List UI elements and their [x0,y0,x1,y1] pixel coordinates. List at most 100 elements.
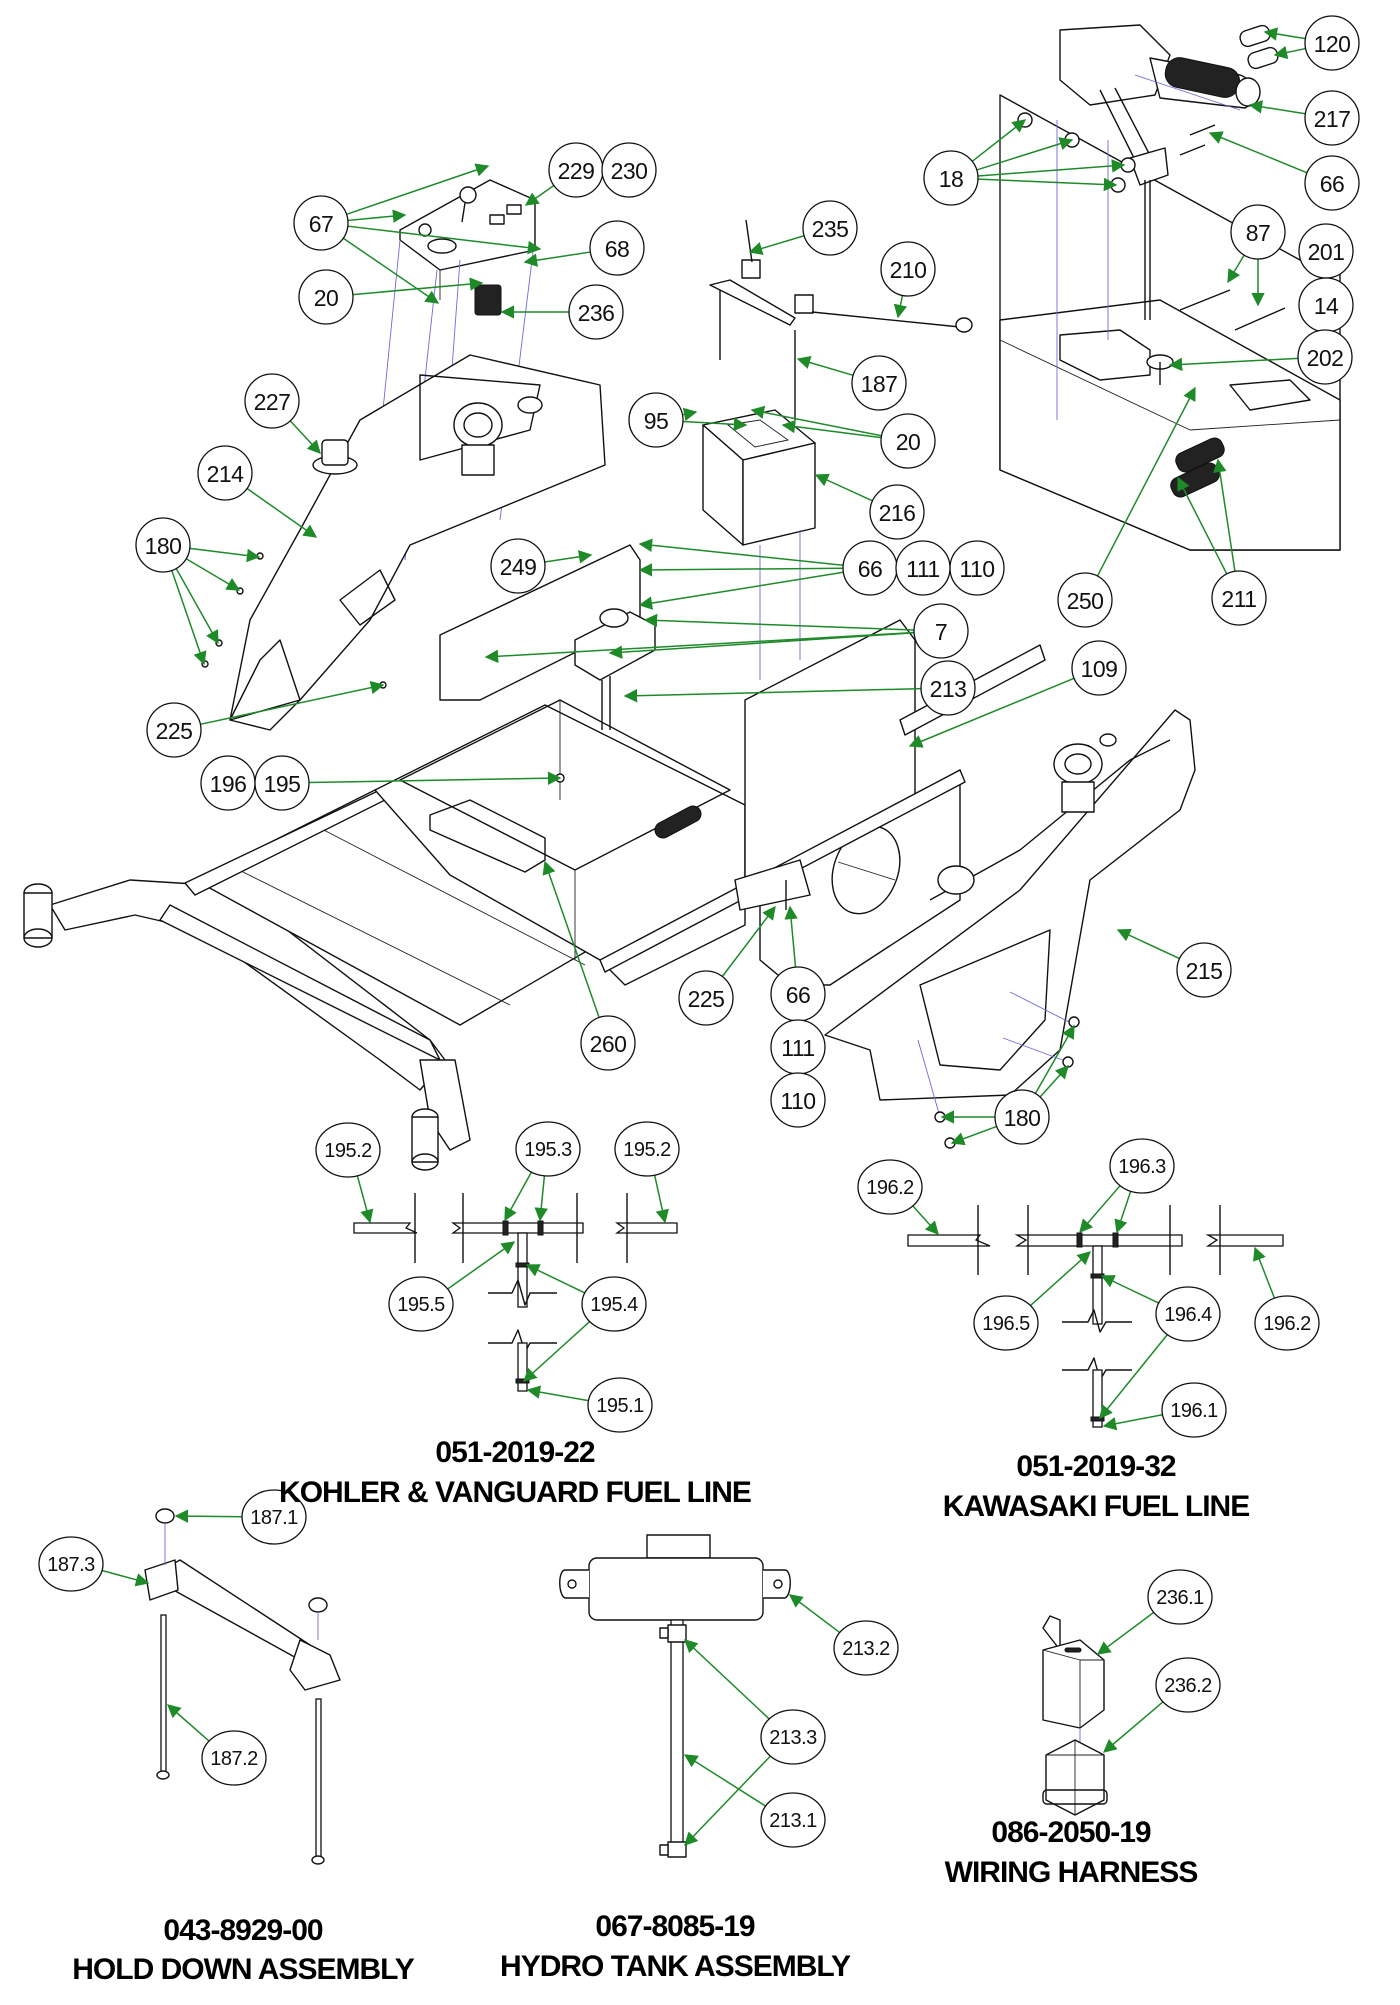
callout-circle [38,1536,104,1592]
callout-211[interactable]: 211 [1211,570,1267,626]
callout-label: 18 [939,166,964,192]
callout-215[interactable]: 215 [1176,942,1232,998]
callout-249[interactable]: 249 [490,538,546,594]
callout-label: 215 [1186,958,1223,984]
callout-110[interactable]: 110 [949,540,1005,596]
callout-circle [770,1072,826,1128]
leader-line-c7 [484,631,915,664]
callout-229[interactable]: 229 [548,142,604,198]
callout-label: 196.2 [1263,1313,1311,1335]
callout-236[interactable]: 236 [568,284,624,340]
callout-circle [580,1015,636,1071]
callout-label: 110 [780,1088,815,1114]
callout-circle [1155,1286,1221,1342]
callout-87[interactable]: 87 [1230,204,1286,260]
left-fuel-tank [201,354,606,731]
callout-label: 213.1 [769,1810,817,1832]
callout-circle [760,1709,826,1765]
callout-label: 20 [314,285,339,311]
callout-label: 68 [605,236,630,262]
callout-14[interactable]: 14 [1298,277,1354,333]
assembly-name-kohler: KOHLER & VANGUARD FUEL LINE [279,1476,751,1509]
callout-236-2[interactable]: 236.2 [1155,1657,1221,1713]
callout-213[interactable]: 213 [920,660,976,716]
callout-213-3[interactable]: 213.3 [760,1709,826,1765]
callout-110[interactable]: 110 [770,1072,826,1128]
leader-line-c202 [1168,357,1299,372]
callout-187-1[interactable]: 187.1 [241,1489,307,1545]
callout-label: 195.4 [590,1294,638,1316]
callout-18[interactable]: 18 [923,150,979,206]
callout-195-5[interactable]: 195.5 [388,1276,454,1332]
callout-227[interactable]: 227 [244,373,300,429]
callout-7[interactable]: 7 [913,603,969,659]
leader-line-c180a [175,568,219,645]
callout-195[interactable]: 195 [254,755,310,811]
callout-20[interactable]: 20 [880,413,936,469]
callout-label: 187.2 [210,1748,258,1770]
callout-circle [241,1489,307,1545]
callout-225[interactable]: 225 [678,970,734,1026]
callout-187-3[interactable]: 187.3 [38,1536,104,1592]
callout-196-2[interactable]: 196.2 [857,1159,923,1215]
callout-circle [628,392,684,448]
callout-120[interactable]: 120 [1304,15,1360,71]
callout-217[interactable]: 217 [1304,90,1360,146]
callout-213-2[interactable]: 213.2 [833,1620,899,1676]
callout-195-1[interactable]: 195.1 [587,1377,653,1433]
callout-67[interactable]: 67 [293,195,349,251]
callout-95[interactable]: 95 [628,392,684,448]
callout-196-1[interactable]: 196.1 [1161,1382,1227,1438]
callout-230[interactable]: 230 [601,142,657,198]
callout-circle [833,1620,899,1676]
callout-201[interactable]: 201 [1298,223,1354,279]
callout-180[interactable]: 180 [135,517,191,573]
callout-195-2[interactable]: 195.2 [614,1121,680,1177]
callout-circle [1297,329,1353,385]
leader-line-c1952b [653,1175,669,1224]
callout-180[interactable]: 180 [994,1089,1050,1145]
callout-196[interactable]: 196 [200,755,256,811]
callout-label: 95 [644,408,669,434]
callout-216[interactable]: 216 [869,484,925,540]
callout-66[interactable]: 66 [770,966,826,1022]
callout-68[interactable]: 68 [589,220,645,276]
callout-196-3[interactable]: 196.3 [1109,1138,1175,1194]
callout-196-2[interactable]: 196.2 [1254,1295,1320,1351]
callout-195-3[interactable]: 195.3 [515,1121,581,1177]
callout-label: 235 [812,216,849,242]
callout-label: 195.5 [397,1294,445,1316]
callout-187[interactable]: 187 [851,355,907,411]
callout-20[interactable]: 20 [298,269,354,325]
callout-label: 66 [858,556,883,582]
callout-label: 216 [879,500,916,526]
callout-circle [760,1792,826,1848]
assembly-part-number-kohler: 051-2019-22 [435,1436,594,1469]
callout-circle [1109,1138,1175,1194]
callout-235[interactable]: 235 [802,200,858,256]
callout-111[interactable]: 111 [895,540,951,596]
callout-187-2[interactable]: 187.2 [201,1730,267,1786]
leader-line-c7 [643,613,915,631]
callout-196-5[interactable]: 196.5 [973,1295,1039,1351]
callout-210[interactable]: 210 [880,241,936,297]
callout-109[interactable]: 109 [1071,640,1127,696]
callout-66[interactable]: 66 [1304,155,1360,211]
callout-260[interactable]: 260 [580,1015,636,1071]
callout-66[interactable]: 66 [842,540,898,596]
callout-195-2[interactable]: 195.2 [315,1122,381,1178]
callout-202[interactable]: 202 [1297,329,1353,385]
callout-214[interactable]: 214 [197,445,253,501]
callout-225[interactable]: 225 [146,702,202,758]
callout-236-1[interactable]: 236.1 [1147,1569,1213,1625]
callout-250[interactable]: 250 [1057,572,1113,628]
callout-label: 110 [959,556,994,582]
leader-line-c66a [1208,131,1308,174]
callout-111[interactable]: 111 [770,1019,826,1075]
fuel-line-kawasaki-diagram [907,1205,1284,1428]
callout-196-4[interactable]: 196.4 [1155,1286,1221,1342]
callout-213-1[interactable]: 213.1 [760,1792,826,1848]
callout-circle [587,1377,653,1433]
callout-195-4[interactable]: 195.4 [581,1276,647,1332]
